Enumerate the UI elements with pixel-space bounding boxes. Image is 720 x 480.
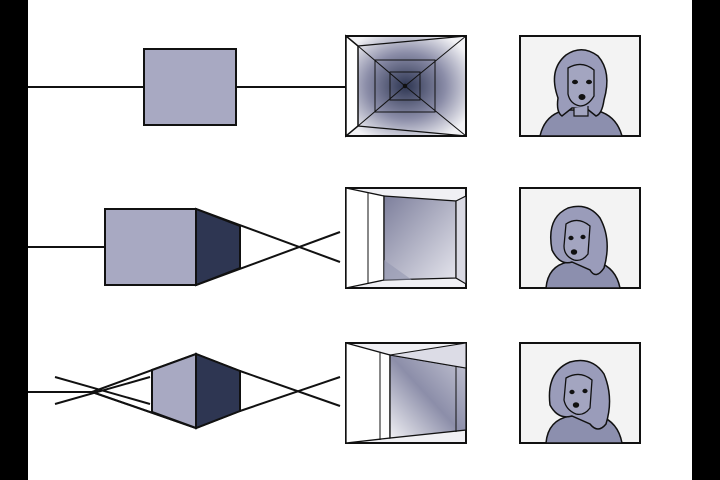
projection-line-bottom: [239, 376, 341, 412]
row-two-point: [28, 187, 641, 289]
row-three-point: [28, 342, 641, 444]
projection-line-left-b: [54, 376, 151, 405]
projection-line-top: [239, 370, 341, 407]
cube-side-face: [195, 352, 241, 430]
room-perspective-icon: [345, 34, 467, 138]
woman-portrait-icon: [519, 342, 641, 444]
room-perspective-icon: [345, 187, 467, 289]
cube-icon: [143, 48, 237, 126]
cube-side-face: [195, 207, 241, 287]
woman-portrait-icon: [519, 187, 641, 289]
woman-portrait-icon: [519, 35, 641, 137]
room-perspective-icon: [345, 342, 467, 444]
row-one-point: [28, 34, 641, 138]
cube-icon: [104, 208, 197, 286]
